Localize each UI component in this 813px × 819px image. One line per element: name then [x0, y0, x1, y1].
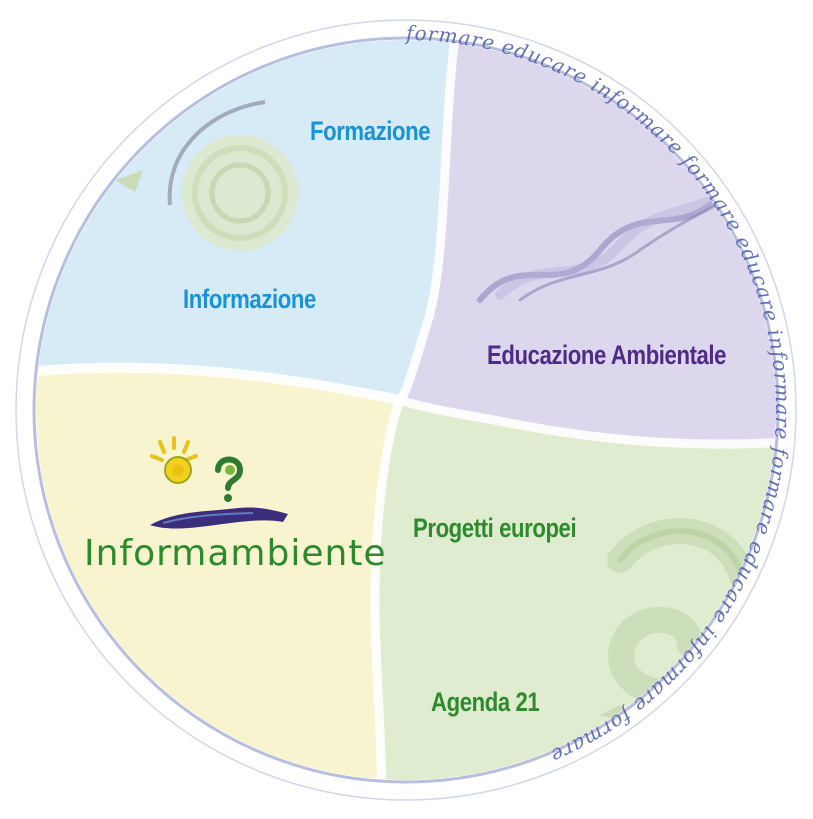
informambiente-logo[interactable]: Informambiente — [78, 430, 386, 580]
logo-sun-rays — [150, 436, 198, 462]
menu-agenda-21-link[interactable]: Agenda 21 — [431, 687, 540, 717]
logo-wave-icon — [150, 507, 288, 529]
menu-educazione-ambientale-link[interactable]: Educazione Ambientale — [487, 340, 727, 370]
quadrant-educazione-ambientale[interactable] — [400, 0, 813, 445]
menu-progetti-europei-link[interactable]: Progetti europei — [413, 513, 577, 543]
sun-doodle-icon — [115, 70, 298, 251]
logo-wordmark: Informambiente — [84, 533, 387, 574]
menu-informazione-link[interactable]: Informazione — [183, 284, 316, 314]
logo-mark-icon — [150, 436, 288, 529]
logo-spiral-icon — [215, 456, 244, 491]
quadrant-progetti-europei[interactable] — [375, 400, 813, 819]
menu-formazione-link[interactable]: Formazione — [310, 116, 431, 146]
